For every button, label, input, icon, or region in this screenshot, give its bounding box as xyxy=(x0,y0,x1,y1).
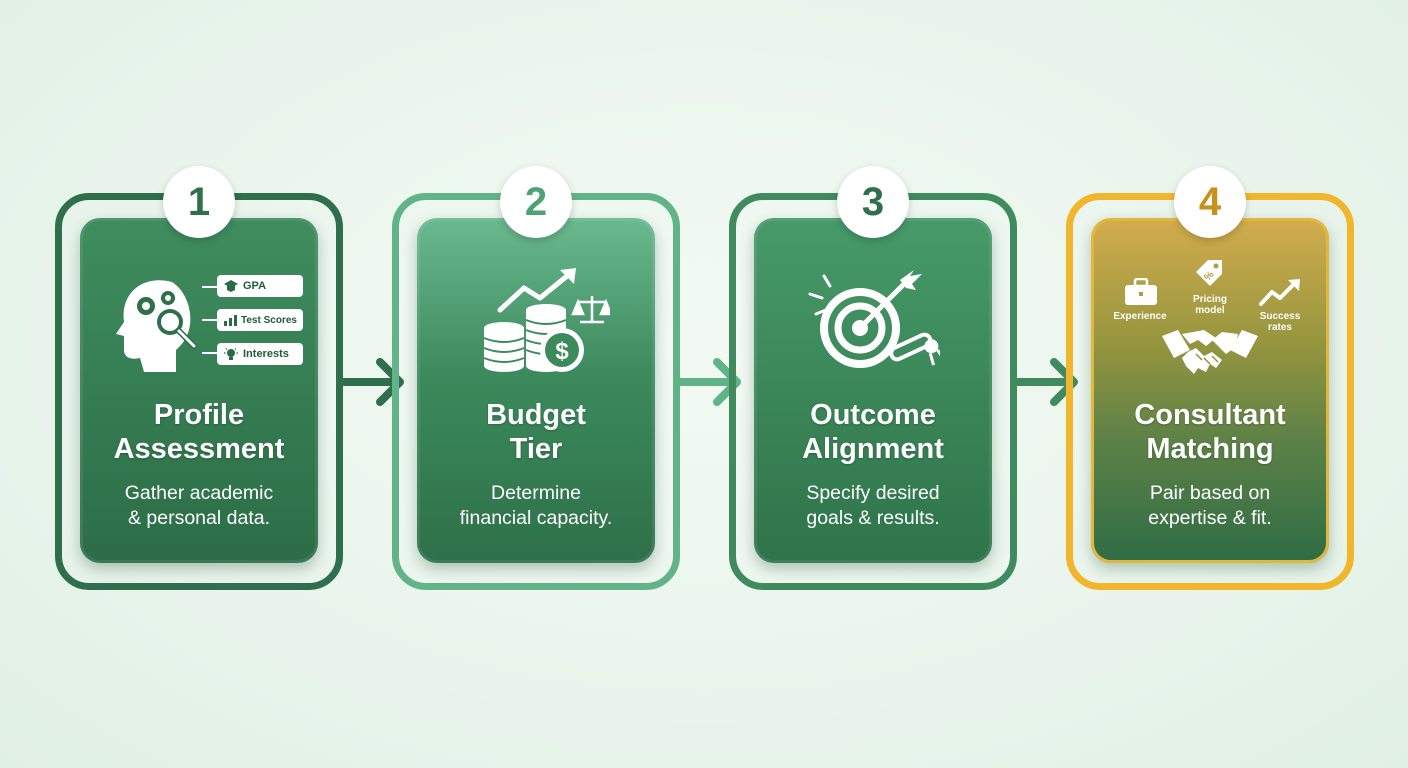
step-3-desc-line2: goals & results. xyxy=(806,507,940,529)
step-1-title-line1: Profile xyxy=(153,399,245,431)
step-4-card xyxy=(1091,218,1329,563)
step-3-description: Specify desired goals & results. xyxy=(754,481,992,531)
step-3-number-badge: 3 xyxy=(837,166,909,238)
step-2-description: Determine financial capacity. xyxy=(417,481,655,531)
step-2-desc-line2: financial capacity. xyxy=(459,507,613,529)
step-2-title-line2: Tier xyxy=(509,433,563,465)
step-1-number-badge: 1 xyxy=(163,166,235,238)
step-4-title-line1: Consultant xyxy=(1134,399,1286,431)
step-3-title-line2: Alignment xyxy=(802,433,944,465)
step-4-desc-line1: Pair based on xyxy=(1149,482,1271,504)
svg-text:%: % xyxy=(1202,269,1216,283)
step-3-title-line1: Outcome xyxy=(810,399,936,431)
success-line2: rates xyxy=(1268,322,1292,333)
step-1-desc-line1: Gather academic xyxy=(124,482,274,504)
step-3-frame xyxy=(729,193,1017,590)
step-2-title-line1: Budget xyxy=(486,399,586,431)
arrow-2-to-3 xyxy=(677,358,741,406)
step-4-title-line2: Matching xyxy=(1146,433,1274,465)
tag-test-scores-label: Test Scores xyxy=(241,314,297,326)
tag-interests: Interests xyxy=(217,343,303,365)
graduation-cap-icon xyxy=(224,280,238,292)
tag-test-scores: Test Scores xyxy=(217,309,303,331)
tag-gpa-label: GPA xyxy=(243,280,267,292)
handshake-icon xyxy=(1162,330,1258,374)
success-rates-label: Success rates xyxy=(1250,311,1310,333)
coins-growth-icon: $ xyxy=(483,268,610,372)
step-2-title: Budget Tier xyxy=(417,398,655,466)
step-3-desc-line1: Specify desired xyxy=(806,482,940,504)
svg-text:$: $ xyxy=(555,338,569,365)
bar-chart-icon xyxy=(224,315,237,326)
step-4-title: Consultant Matching xyxy=(1091,398,1329,466)
step-1-frame xyxy=(55,193,343,590)
step-3-title: Outcome Alignment xyxy=(754,398,992,466)
step-4-number-badge: 4 xyxy=(1174,166,1246,238)
step-2-number-badge: 2 xyxy=(500,166,572,238)
step-1-description: Gather academic & personal data. xyxy=(80,481,318,531)
step-1-desc-line2: & personal data. xyxy=(127,507,270,529)
step-2-frame xyxy=(392,193,680,590)
step-4-description: Pair based on expertise & fit. xyxy=(1091,481,1329,531)
target-diploma-icon xyxy=(808,270,940,368)
success-line1: Success xyxy=(1259,311,1301,322)
arrow-1-to-2 xyxy=(340,358,404,406)
step-4-frame xyxy=(1066,193,1354,590)
tag-connectors xyxy=(202,286,218,354)
lightbulb-icon xyxy=(224,348,238,360)
pricing-line1: Pricing xyxy=(1193,294,1227,305)
tag-gpa: GPA xyxy=(217,275,303,297)
trend-up-icon xyxy=(1259,279,1300,306)
briefcase-icon xyxy=(1125,278,1157,305)
tag-interests-label: Interests xyxy=(243,348,289,360)
step-3-card xyxy=(754,218,992,563)
experience-label: Experience xyxy=(1113,311,1167,322)
price-tag-icon: % xyxy=(1196,260,1222,286)
step-1-card xyxy=(80,218,318,563)
head-gears-icon xyxy=(116,280,197,372)
pricing-model-label: Pricing model xyxy=(1180,294,1240,316)
step-1-title: Profile Assessment xyxy=(80,398,318,466)
step-2-desc-line1: Determine xyxy=(491,482,581,504)
step-4-desc-line2: expertise & fit. xyxy=(1148,507,1272,529)
step-1-title-line2: Assessment xyxy=(113,433,285,465)
arrow-3-to-4 xyxy=(1014,358,1078,406)
step-2-card xyxy=(417,218,655,563)
pricing-line2: model xyxy=(1195,305,1225,316)
